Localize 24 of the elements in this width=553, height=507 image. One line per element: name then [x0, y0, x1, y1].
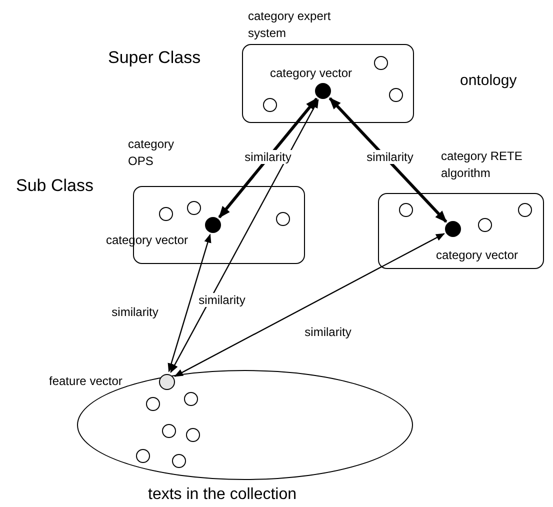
category-vector-dot	[315, 83, 331, 99]
category-heading: category OPS	[128, 136, 176, 170]
category-vector-dot	[445, 221, 461, 237]
edge-label: similarity	[110, 305, 160, 319]
edge-label: similarity	[242, 150, 294, 164]
vector-label: category vector	[270, 66, 352, 80]
vector-label: category vector	[436, 248, 518, 262]
edge-label: similarity	[196, 293, 248, 307]
category-heading: category expert system	[248, 8, 332, 42]
similarity-arrow	[328, 97, 448, 223]
similarity-arrow	[174, 233, 445, 377]
vector-label: feature vector	[49, 374, 122, 388]
similarity-arrow	[218, 98, 318, 218]
feature-vector-dot	[159, 374, 175, 390]
level-label: Super Class	[108, 48, 201, 68]
collection-caption: texts in the collection	[148, 486, 297, 504]
ontology-label: ontology	[460, 72, 517, 89]
level-label: Sub Class	[16, 176, 94, 196]
edge-label: similarity	[364, 150, 416, 164]
similarity-arrow	[168, 234, 212, 372]
category-heading: category RETE algorithm	[441, 148, 524, 182]
edge-label: similarity	[302, 325, 354, 339]
category-vector-dot	[205, 217, 221, 233]
similarity-arrow	[170, 99, 319, 373]
